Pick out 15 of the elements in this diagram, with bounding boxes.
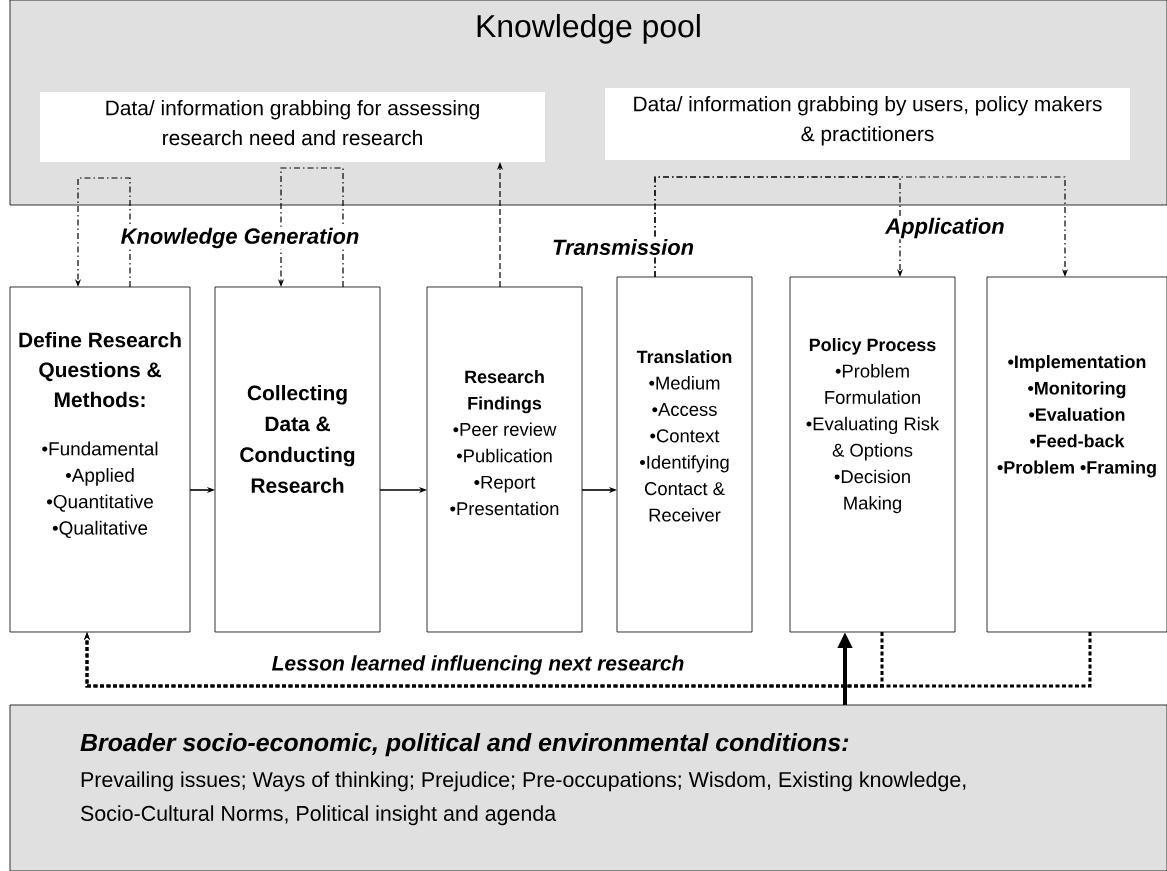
edge-label: Lesson learned influencing next research bbox=[270, 654, 686, 676]
process-box: Define Research Questions & Methods: •Fundamental •Applied •Quantitative •Qualitative bbox=[9, 286, 191, 633]
process-box: Translation •Medium •Access •Context •Identifying Contact & Receiver bbox=[616, 276, 753, 633]
process-box: Policy Process •Problem Formulation •Evaluating Risk & Options •Decision Making bbox=[789, 276, 956, 633]
connector-arrow bbox=[654, 176, 1069, 278]
stage-heading: Transmission bbox=[550, 237, 696, 257]
info-box: Data/ information grabbing by users, policy makers & practitioners bbox=[605, 88, 1130, 160]
process-box: •Implementation •Monitoring •Evaluation •Feed-back •Problem •Framing bbox=[986, 276, 1167, 633]
stage-heading: Knowledge Generation bbox=[119, 226, 361, 250]
stage-heading: Application bbox=[884, 216, 1006, 240]
conditions-band: Broader socio-economic, political and environmental conditions: Prevailing issues; Ways of thinking; Prejudice; Pre-occupations; Wisdom, Existing knowledge, Socio-Cultural Norms, Political insight and agenda bbox=[9, 704, 1167, 871]
process-box: Research Findings •Peer review •Publication •Report •Presentation bbox=[426, 286, 583, 633]
connector-arrow bbox=[83, 632, 884, 688]
info-box: Data/ information grabbing for assessing research need and research bbox=[40, 92, 545, 162]
process-box: Collecting Data & Conducting Research bbox=[214, 286, 381, 633]
